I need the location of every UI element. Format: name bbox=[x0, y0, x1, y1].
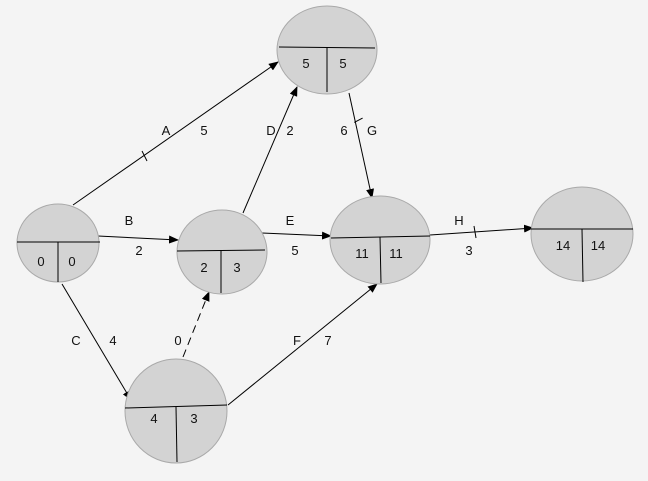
node-earliest-time: 5 bbox=[302, 56, 309, 71]
node-divider-vertical bbox=[175, 406, 178, 463]
node-divider-vertical bbox=[379, 236, 382, 284]
arrow-activity-c bbox=[61, 283, 132, 401]
critical-mark-a bbox=[141, 150, 148, 162]
arrow-activity-d bbox=[242, 86, 298, 214]
critical-mark-g bbox=[354, 117, 363, 123]
arrow-activity-a bbox=[72, 61, 279, 206]
activity-label-b: B bbox=[125, 213, 134, 228]
event-node: 5 5 bbox=[276, 5, 378, 95]
arrow-dummy-activity bbox=[182, 291, 210, 358]
activity-label-a: A bbox=[162, 123, 171, 138]
critical-mark-h bbox=[473, 225, 477, 239]
node-divider-horizontal bbox=[124, 404, 228, 409]
activity-duration-e: 5 bbox=[291, 243, 298, 258]
node-earliest-time: 11 bbox=[355, 246, 369, 261]
activity-duration-f: 7 bbox=[324, 333, 331, 348]
activity-arrows bbox=[61, 61, 534, 406]
node-latest-time: 0 bbox=[68, 254, 75, 269]
activity-label-e: E bbox=[286, 213, 295, 228]
node-latest-time: 14 bbox=[591, 238, 605, 253]
dummy-activity-duration: 0 bbox=[174, 333, 181, 348]
activity-label-f: F bbox=[293, 333, 301, 348]
event-node: 14 14 bbox=[530, 186, 634, 283]
node-circle bbox=[176, 209, 268, 295]
node-earliest-time: 2 bbox=[200, 260, 207, 275]
event-node: 2 3 bbox=[176, 209, 268, 295]
activity-duration-d: 2 bbox=[286, 123, 293, 138]
activity-duration-a: 5 bbox=[200, 123, 207, 138]
event-node: 0 0 bbox=[16, 203, 100, 283]
activity-label-g: G bbox=[367, 123, 377, 138]
node-divider-vertical bbox=[581, 228, 584, 283]
activity-duration-h: 3 bbox=[465, 243, 472, 258]
arrow-activity-e bbox=[261, 231, 332, 240]
arrow-activity-g bbox=[348, 92, 374, 199]
activity-labels: A 5 B 2 C 4 D 2 E 5 F 7 6 G H 3 0 bbox=[71, 123, 472, 348]
node-earliest-time: 14 bbox=[556, 238, 570, 253]
arrow-activity-b bbox=[97, 235, 179, 244]
arrow-activity-h bbox=[429, 224, 534, 236]
event-node: 11 11 bbox=[329, 195, 431, 285]
arrow-activity-f bbox=[227, 283, 378, 406]
activity-duration-g: 6 bbox=[340, 123, 347, 138]
node-latest-time: 3 bbox=[190, 411, 197, 426]
activity-duration-c: 4 bbox=[109, 333, 116, 348]
activity-label-h: H bbox=[454, 213, 463, 228]
activity-duration-b: 2 bbox=[135, 243, 142, 258]
node-earliest-time: 4 bbox=[150, 411, 157, 426]
node-latest-time: 5 bbox=[339, 56, 346, 71]
node-earliest-time: 0 bbox=[37, 254, 44, 269]
activity-label-d: D bbox=[266, 123, 275, 138]
activity-label-c: C bbox=[71, 333, 80, 348]
node-latest-time: 3 bbox=[233, 260, 240, 275]
node-latest-time: 11 bbox=[389, 246, 403, 261]
critical-path-marks bbox=[141, 117, 477, 239]
event-node: 4 3 bbox=[124, 358, 228, 464]
